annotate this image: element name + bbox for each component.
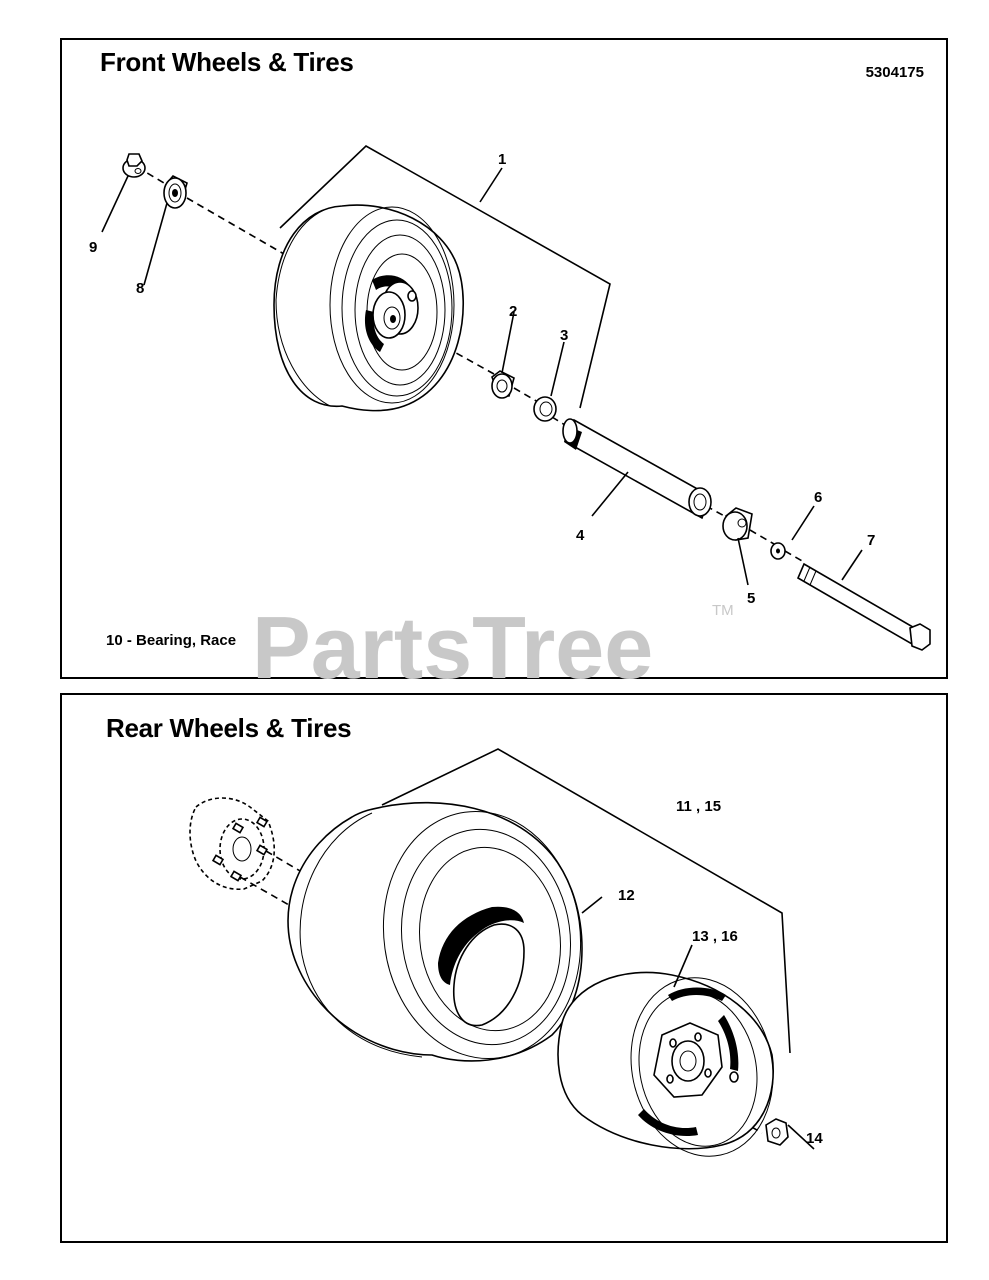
front-wheels-panel: Front Wheels & Tires 5304175 PartsTree T… (60, 38, 948, 697)
rear-tire-part-12 (287, 801, 583, 1062)
callout-14: 14 (806, 1130, 823, 1147)
front-wheel-exploded-diagram: PartsTree TM (89, 145, 931, 697)
wheel-hub (189, 797, 276, 890)
callout-4: 4 (576, 527, 585, 544)
callout-5: 5 (747, 590, 755, 607)
assembly-bracket-11-15 (381, 748, 791, 1054)
axle-tube-part-4 (562, 418, 712, 520)
race-part-3 (533, 396, 557, 422)
washer-part-6 (770, 542, 786, 560)
front-panel-title: Front Wheels & Tires (100, 47, 354, 77)
watermark-text: PartsTree (252, 598, 653, 697)
parts-note: 10 - Bearing, Race (106, 632, 237, 649)
bearing-part-2 (491, 370, 515, 399)
diagram-number: 5304175 (865, 64, 924, 81)
callout-1: 1 (498, 151, 506, 168)
callout-8: 8 (136, 280, 144, 297)
spacer-part-5 (722, 507, 753, 541)
lug-nut-part-14 (765, 1118, 789, 1146)
callout-13-16: 13 , 16 (692, 928, 738, 945)
watermark-tm: TM (712, 602, 734, 619)
callout-2: 2 (509, 303, 517, 320)
rear-wheels-panel: Rear Wheels & Tires (60, 693, 948, 1243)
front-wheel-part-1 (273, 204, 464, 412)
rear-panel-title: Rear Wheels & Tires (106, 713, 352, 743)
callout-11-15: 11 , 15 (676, 798, 721, 815)
rear-wheel-exploded-diagram: 11 , 15 12 13 , 16 14 (189, 748, 823, 1157)
rear-rim-part-13-16 (557, 971, 774, 1157)
callout-7: 7 (867, 532, 875, 549)
callout-3: 3 (560, 327, 568, 344)
callout-6: 6 (814, 489, 822, 506)
flange-nut-part-9 (122, 153, 146, 178)
bearing-part-8 (163, 175, 188, 209)
callout-12: 12 (618, 887, 635, 904)
assembly-bracket-1 (279, 145, 611, 409)
callout-9: 9 (89, 239, 97, 256)
bolt-part-7 (796, 562, 931, 651)
